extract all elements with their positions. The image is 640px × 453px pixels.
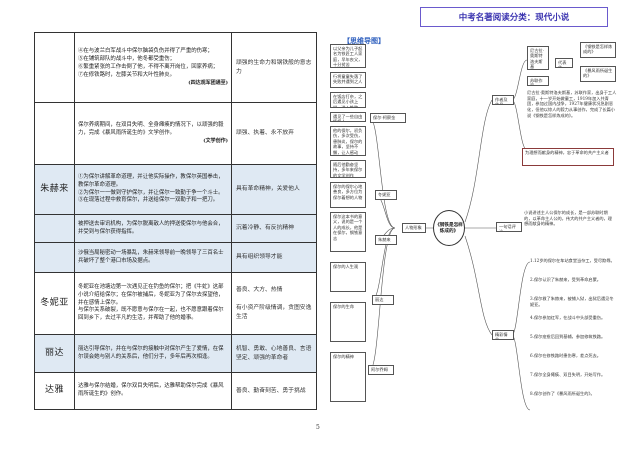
trait-text: 顽强的生命力和钢铁般的意志力 xyxy=(236,60,312,75)
left-note: 以父亲为儿子起名为铁匠工人家庭，早年丧父，十分贫苦 xyxy=(330,44,366,68)
character-name-cell xyxy=(34,32,75,103)
trait-cell: 具有组织领导才能 xyxy=(231,242,317,273)
character-name-cell: 达雅 xyxy=(34,372,75,410)
branch-comment: 一句话评论 xyxy=(496,222,522,232)
story-line: ⑦在修铁路时，左膝关节和大叶性肺炎。 xyxy=(78,71,176,78)
story-line: 冬妮亚在池塘边第一次遇见正在钓鱼的保尔；把《牛虻》这部小说介绍给保尔；在保尔被捕… xyxy=(78,283,224,306)
trait-text: 具有革命精神，关爱他人 xyxy=(236,186,300,193)
left-note: 遇见了一些自由情报人 xyxy=(330,112,366,122)
table-row: 沙俄当局秘密动一场暴乱，朱赫来领导前一晚领导了三百名士兵破坏了整个港口市场及据点… xyxy=(34,242,317,273)
left-note: 保尔的精神 xyxy=(330,352,366,402)
trait-text: 具有组织领导才能 xyxy=(236,254,283,261)
plot-item: 3.保尔救了朱赫来，被捕入狱，出狱后遇见冬妮亚。 xyxy=(530,296,614,307)
plot-item: 6.保尔在修铁路时患伤寒，差点死去。 xyxy=(530,353,601,358)
branch-plot: 精彩情节 xyxy=(492,330,514,340)
story-cell: 被押送去审讯机构，为保尔脱离敌人的押送使保尔与他会合，并受到与保尔获得指挥。 xyxy=(74,214,232,243)
trait-cell: 沉着冷静、有反抗精神 xyxy=(231,214,317,243)
trait-cell: 善良、勤奋刻苦、勇于挑战 xyxy=(231,372,317,410)
story-line: ④在与波兰白军战斗中保尔脑袋负伤并得了严重的伤寒； xyxy=(78,48,213,55)
trait-text: 善良、勤奋刻苦、勇于挑战 xyxy=(236,387,306,394)
author-country: 苏联作家 xyxy=(527,76,549,86)
left-note: 保尔的生命 xyxy=(330,302,366,342)
story-line: ⑥繁重紧张的工作击倒了他，不得不离开岗位，回家养病； xyxy=(78,63,219,70)
story-line: ③在现落过程中救育保尔，并送给保尔一双勒子和一把刀。 xyxy=(78,197,219,204)
left-note: 保尔的人生观 xyxy=(330,262,366,292)
story-source: (四达观军团通至) xyxy=(188,79,228,86)
table-row: 达雅达雅与保尔结婚，保尔双目失明后，达雅帮助保尔完成《暴风雨所诞生的》创作。 善良… xyxy=(34,372,317,410)
author-intro: 尼古拉·奥斯特洛夫斯基，苏联作家，出身于工人家庭，十一岁开始做童工，1919年加… xyxy=(527,90,617,118)
branch-people: 人物形象 xyxy=(402,223,426,233)
author-work-1: 《钢铁是怎样炼成的》 xyxy=(580,42,616,58)
trait-text: 有小资产阶级情调，贪图安逸生活 xyxy=(236,305,312,320)
character-table: ④在与波兰白军战斗中保尔脑袋负伤并得了严重的伤寒；⑤在铺筑部队的战斗中，他冬都受… xyxy=(34,32,317,410)
table-row: 丽达丽达引导保尔，并在与保尔的接触中对保尔产生了爱情，在保尔误会她与别人的关系后… xyxy=(34,334,317,373)
character-name-cell xyxy=(34,214,75,243)
character-name-cell xyxy=(34,242,75,273)
character-name-cell xyxy=(34,102,75,165)
trait-cell: 顽强、执着、永不放弃 xyxy=(231,102,317,165)
trait-text: 机智、勇敢、心地善良、言语坚定、顽强的革命者 xyxy=(236,346,312,361)
character-name-cell: 朱赫来 xyxy=(34,164,75,215)
left-note: 在饭店打杂，之后遇见小孩上学，进入铁路，后当上兵 xyxy=(330,92,366,108)
story-line: ②为保尔一一做到守护保尔，并让保尔一致勤于争一个斗士。 xyxy=(78,189,224,196)
people-node-zhukhrai: 朱赫来 xyxy=(375,235,397,245)
story-line: 保尔养病期间，在双目失明、全身瘫痪的情况下，以顽强的毅力，完成《暴风雨所诞生的》… xyxy=(78,122,224,136)
left-note: 保尔这本书的意义，说的是一个人的成长，他是在保尔，钢铁意志 xyxy=(330,212,366,252)
link-p1 xyxy=(369,117,396,229)
left-note: 保尔的保尔心地善良，多方位为保尔着想的人物 xyxy=(330,182,366,208)
plot-item: 7.保尔全身瘫痪、双目失明，开始写作。 xyxy=(530,372,606,377)
people-node-artyom: 阿尔乔姆 xyxy=(368,365,394,375)
section-header: 中考名著阅读分类：现代小说 xyxy=(420,7,608,27)
story-line: ⑤在铺筑部队的战斗中，他冬都受重伤； xyxy=(78,56,176,63)
trait-cell: 具有革命精神，关爱他人 xyxy=(231,164,317,215)
trait-text: 沉着冷静、有反抗精神 xyxy=(236,225,294,232)
link-plot xyxy=(464,235,493,336)
table-row: 被押送去审讯机构，为保尔脱离敌人的押送使保尔与他会合，并受到与保尔获得指挥。 沉着… xyxy=(34,214,317,243)
plot-item: 4.保尔参加红军，在战斗中头部受重伤。 xyxy=(530,315,606,320)
people-node-rita: 丽达 xyxy=(372,295,394,305)
story-cell: 沙俄当局秘密动一场暴乱，朱赫来领导前一晚领导了三百名士兵破坏了整个港口市场及据点… xyxy=(74,242,232,273)
plot-item: 1.12岁的保尔在车站食堂当杂工，受尽欺辱。 xyxy=(530,258,615,263)
story-line: 沙俄当局秘密动一场暴乱，朱赫来领导前一晚领导了三百名士兵破坏了整个港口市场及据点… xyxy=(78,249,224,264)
story-line: ①为保尔讲解革命道理，并让他实际操作，教保尔英国拳击，教保尔革命道理。 xyxy=(78,173,224,188)
left-note: 随后他勤奋坚持，多年来保尔的文学创作 xyxy=(330,160,366,178)
story-cell: 冬妮亚在池塘边第一次遇见正在钓鱼的保尔；把《牛虻》这部小说介绍给保尔；在保尔被捕… xyxy=(74,272,232,335)
story-source: (文学创作) xyxy=(203,137,228,144)
work-intro: 为理想而献身的精神，忠于革命的共产主义者 xyxy=(522,148,614,166)
author-work-2: 《暴风雨所诞生的》 xyxy=(580,66,616,82)
table-row: 冬妮亚冬妮亚在池塘边第一次遇见正在钓鱼的保尔；把《牛虻》这部小说介绍给保尔；在保… xyxy=(34,272,317,335)
story-line: 被押送去审讯机构，为保尔脱离敌人的押送使保尔与他会合，并受到与保尔获得指挥。 xyxy=(78,220,224,235)
story-cell: 丽达引导保尔，并在与保尔的接触中对保尔产生了爱情，在保尔误会她与别人的关系后，他… xyxy=(74,334,232,373)
story-cell: ①为保尔讲解革命道理，并让他实际操作，教保尔英国拳击，教保尔革命道理。②为保尔一… xyxy=(74,164,232,215)
link-author xyxy=(464,99,493,223)
plot-item: 2.保尔认识了朱赫来，受到革命启蒙。 xyxy=(530,277,601,282)
left-note: 行将童童失落了失败并遇到之人 xyxy=(330,72,366,88)
mind-map-title: 【思维导图】 xyxy=(343,36,385,45)
author-works-label: 代表作 xyxy=(555,58,573,68)
comment-text: 小说讲述主人公保尔的成长，是一部苏联时期的，以革命主人公的，伟大的共产主义者的，… xyxy=(524,210,612,227)
trait-text: 顽强、执着、永不放弃 xyxy=(236,130,294,137)
trait-text: 善良、大方、热情 xyxy=(236,286,283,293)
left-note: 他的保尔，初负伤，多次受伤，患肺炎，保尔的故事，坚持不懈，让人感动 xyxy=(330,126,366,156)
people-node-tonya: 冬妮亚 xyxy=(375,190,397,200)
story-line: 与保尔关系破裂，既不愿意与保尔在一起，也不愿意跟着保尔回到乡下，去过平凡的生活，… xyxy=(78,307,224,322)
people-node-pavel: 保尔·柯察金 xyxy=(370,113,406,123)
branch-author: 作者及作品 xyxy=(492,95,514,105)
story-cell: 达雅与保尔结婚，保尔双目失明后，达雅帮助保尔完成《暴风雨所诞生的》创作。 xyxy=(74,372,232,410)
table-row: 保尔养病期间，在双目失明、全身瘫痪的情况下，以顽强的毅力，完成《暴风雨所诞生的》… xyxy=(34,102,317,165)
trait-cell: 善良、大方、热情有小资产阶级情调，贪图安逸生活 xyxy=(231,272,317,335)
center-node: 《钢铁是怎样炼成的》 xyxy=(433,210,465,246)
trait-cell: 机智、勇敢、心地善良、言语坚定、顽强的革命者 xyxy=(231,334,317,373)
story-line: 达雅与保尔结婚，保尔双目失明后，达雅帮助保尔完成《暴风雨所诞生的》创作。 xyxy=(78,383,224,397)
author-name: 尼古拉·奥斯特洛夫斯基 xyxy=(527,46,549,70)
story-line: 丽达引导保尔，并在与保尔的接触中对保尔产生了爱情，在保尔误会她与别人的关系后，他… xyxy=(78,345,224,360)
plot-item: 5.保尔痊愈后回到基辅，参加修筑铁路。 xyxy=(530,334,606,339)
page-number: 5 xyxy=(316,424,320,431)
story-cell: 保尔养病期间，在双目失明、全身瘫痪的情况下，以顽强的毅力，完成《暴风雨所诞生的》… xyxy=(74,102,232,165)
plot-item: 8.保尔创作了《暴风雨所诞生的》。 xyxy=(530,391,595,396)
